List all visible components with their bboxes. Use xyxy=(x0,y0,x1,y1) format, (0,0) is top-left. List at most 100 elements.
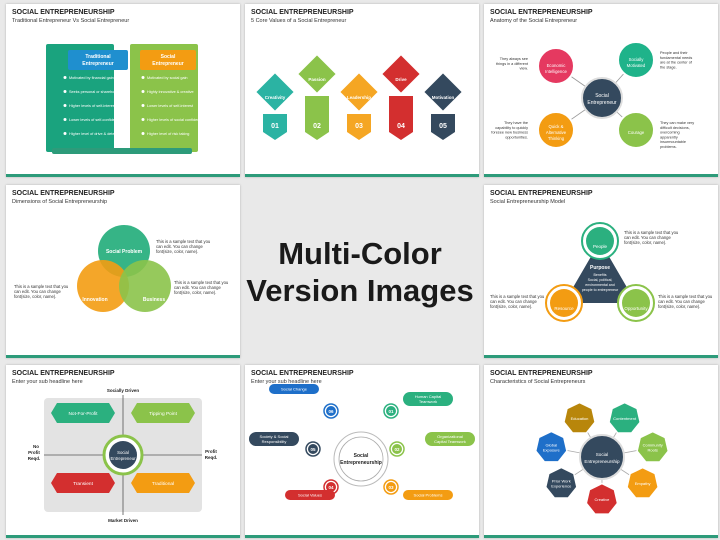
item-number: 06 xyxy=(328,409,334,414)
center-circle xyxy=(579,434,625,480)
slide-radial[interactable]: SOCIAL ENTREPRENEURSHIP Enter your sub h… xyxy=(245,365,479,538)
value-diamond xyxy=(295,52,339,96)
center-label-l1: Social xyxy=(354,453,369,459)
slide-model[interactable]: SOCIAL ENTREPRENEURSHIP Social Entrepren… xyxy=(484,185,718,358)
core-value-items: Creativity01Passion02Leadership03Drive04… xyxy=(253,52,465,140)
value-stem-tip xyxy=(263,132,287,140)
slide-traditional-vs-social[interactable]: SOCIAL ENTREPRENEURSHIP Traditional Entr… xyxy=(6,4,240,177)
item-label: Capital Teamwork xyxy=(434,439,466,444)
item-label: Social Values xyxy=(298,493,322,498)
bullet-icon xyxy=(141,104,145,107)
node-desc: They always see xyxy=(500,57,528,61)
item-pill xyxy=(403,392,453,406)
right-item: Highly innovative & creative xyxy=(147,90,194,94)
node-opportunity xyxy=(622,289,650,317)
slide-title: SOCIAL ENTREPRENEURSHIP xyxy=(490,9,593,16)
right-header-box xyxy=(140,50,196,70)
characteristic-label: Empathy xyxy=(635,481,651,486)
slide-title: SOCIAL ENTREPRENEURSHIP xyxy=(251,9,354,16)
value-label: Leadership xyxy=(347,95,371,100)
value-diamond xyxy=(421,70,465,114)
value-number: 04 xyxy=(397,123,405,130)
quadrant-label: Transient xyxy=(73,481,93,487)
model-diagram: People Resource Opportunity Purpose Bene… xyxy=(490,222,713,322)
item-label: Society & Social xyxy=(260,434,289,439)
characteristics-diagram: Social Entrepreneurship ContentmentCommu… xyxy=(534,401,670,515)
slide-title: SOCIAL ENTREPRENEURSHIP xyxy=(490,190,593,197)
value-stem xyxy=(305,96,329,132)
node-label: Socially xyxy=(629,57,645,62)
slide-dimensions[interactable]: SOCIAL ENTREPRENEURSHIP Dimensions of So… xyxy=(6,185,240,358)
bullet-icon xyxy=(63,90,67,93)
center-heading-line1: Multi-Color xyxy=(278,235,442,271)
axis-top-label: Socially Driven xyxy=(107,388,140,393)
characteristic-label: Experience xyxy=(551,484,572,489)
value-label: Passion xyxy=(308,77,326,82)
node-desc: view. xyxy=(520,67,528,71)
slide-subtitle: Social Entrepreneurship Model xyxy=(490,199,566,205)
slide-core-values[interactable]: SOCIAL ENTREPRENEURSHIP 5 Core Values of… xyxy=(245,4,479,177)
desc-left-l2: can edit. You can change xyxy=(490,299,537,304)
right-item: Lower levels of self-interest xyxy=(147,104,194,108)
bullet-icon xyxy=(63,132,67,135)
desc-top-l3: font(size, color, name). xyxy=(624,240,666,245)
desc-top-l2: can edit. You can change xyxy=(156,244,203,249)
bullet-icon xyxy=(141,90,145,93)
purpose-line3: environmental and xyxy=(585,283,615,287)
axis-bottom-label: Market Driven xyxy=(108,518,138,523)
left-item: Motivated by financial gain xyxy=(69,76,114,80)
center-circle xyxy=(109,441,137,469)
characteristic-shape xyxy=(608,401,642,434)
characteristic-label: Creative xyxy=(594,497,610,502)
quadrant-label: Not-For-Profit xyxy=(68,411,98,417)
characteristic-label: Contentment xyxy=(613,416,637,421)
node-resource-label: Resource xyxy=(554,306,574,311)
item-pill xyxy=(269,384,319,394)
node-desc: are at the center of xyxy=(660,61,693,65)
item-label: Organizational xyxy=(437,434,463,439)
venn-business xyxy=(119,260,171,312)
bullet-icon xyxy=(141,132,145,135)
anatomy-node xyxy=(537,47,575,85)
slide-subtitle: Enter your sub headline here xyxy=(251,379,322,385)
right-header-l1: Social xyxy=(161,54,176,60)
value-label: Creativity xyxy=(265,95,286,100)
desc-left-l3: font(size, color, name). xyxy=(14,294,56,299)
item-label: Human Capital xyxy=(415,394,442,399)
node-label: Alternative xyxy=(546,130,567,135)
slide-quadrant[interactable]: SOCIAL ENTREPRENEURSHIP Enter your sub h… xyxy=(6,365,240,538)
left-item: Higher level of drive & determination xyxy=(69,132,130,136)
purpose-line4: people to entrepreneur xyxy=(582,288,619,292)
slide-title: SOCIAL ENTREPRENEURSHIP xyxy=(12,9,115,16)
node-desc: overcoming xyxy=(660,131,680,135)
desc-right-l1: This is a sample text that you xyxy=(658,294,713,299)
center-circle xyxy=(581,77,623,119)
value-number: 03 xyxy=(355,123,363,130)
slide-anatomy[interactable]: SOCIAL ENTREPRENEURSHIP Anatomy of the S… xyxy=(484,4,718,177)
right-item: Higher level of risk taking xyxy=(147,132,189,136)
center-heading: Multi-Color Version Images xyxy=(243,185,477,358)
item-marker-core xyxy=(326,482,336,492)
bullet-icon xyxy=(141,118,145,121)
characteristic-items: ContentmentCommunityRootsEmpathyCreative… xyxy=(534,401,670,515)
quadrant-box xyxy=(131,403,195,423)
value-stem-tip xyxy=(347,132,371,140)
desc-top-l1: This is a sample text that you xyxy=(624,230,679,235)
item-pill xyxy=(285,490,335,500)
item-number: 01 xyxy=(388,409,394,414)
purpose-line1: Benefits xyxy=(594,273,607,277)
node-desc: difficult decisions, xyxy=(660,126,690,130)
slide-subtitle: Dimensions of Social Entrepreneurship xyxy=(12,199,108,205)
center-circle xyxy=(338,436,384,482)
characteristic-shape xyxy=(636,430,670,463)
node-desc: They have the xyxy=(504,121,528,125)
left-item: Lower levels of self-confidence xyxy=(69,118,121,122)
desc-right-l3: font(size, color, name). xyxy=(658,304,700,309)
characteristic-label: Prior Work xyxy=(552,478,571,483)
slide-characteristics[interactable]: SOCIAL ENTREPRENEURSHIP Characteristics … xyxy=(484,365,718,538)
desc-left-l1: This is a sample text that you xyxy=(490,294,545,299)
